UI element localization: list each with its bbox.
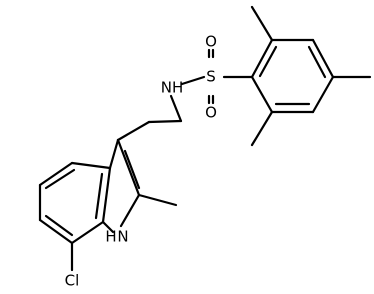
bond-c2-n1 xyxy=(119,193,141,228)
sulfonamide-nh-label: NH xyxy=(161,79,184,97)
bond-mesityl-3 xyxy=(311,38,335,79)
bond-c3a-c3 xyxy=(108,138,120,170)
bond-mesityl-methyl-top xyxy=(250,5,274,42)
bond-mesityl-1-inner xyxy=(258,45,278,78)
bond-c3-ch2 xyxy=(116,120,151,142)
bond-indole-benzene-6 xyxy=(101,166,112,224)
bond-ch2-n xyxy=(169,94,183,123)
bonds-group xyxy=(38,5,372,272)
bond-ch2-ch2 xyxy=(147,119,183,124)
indole-h-label: H xyxy=(105,228,116,246)
bond-mesityl-4 xyxy=(311,75,335,114)
bond-c2-methyl xyxy=(137,193,178,207)
oxygen-bottom-label: O xyxy=(205,104,217,122)
bond-indole-benzene-2 xyxy=(38,161,74,187)
bond-indole-benzene-6-inner xyxy=(94,172,104,220)
bond-indole-benzene-1 xyxy=(70,161,112,170)
bond-c3-c2-inner xyxy=(123,149,141,190)
oxygen-top-label: O xyxy=(205,33,217,51)
bond-n-s xyxy=(180,75,206,86)
bond-mesityl-1 xyxy=(250,38,274,79)
bond-mesityl-methyl-bottom xyxy=(250,110,274,147)
bond-mesityl-3-inner xyxy=(307,45,327,79)
bond-mesityl-6 xyxy=(250,75,274,114)
bond-indole-benzene-4 xyxy=(38,218,74,245)
sulfur-label: S xyxy=(206,68,216,86)
bond-indole-benzene-4-inner xyxy=(44,214,74,237)
chlorine-label: Cl xyxy=(65,272,80,290)
bond-c3-c2 xyxy=(116,138,141,197)
atom-labels-group: O S O NH H N Cl xyxy=(65,33,217,290)
indole-n-label: N xyxy=(117,228,128,246)
bond-indole-benzene-5 xyxy=(70,220,105,245)
bond-n1-c7a xyxy=(101,220,115,234)
bond-indole-benzene-2-inner xyxy=(44,168,76,190)
